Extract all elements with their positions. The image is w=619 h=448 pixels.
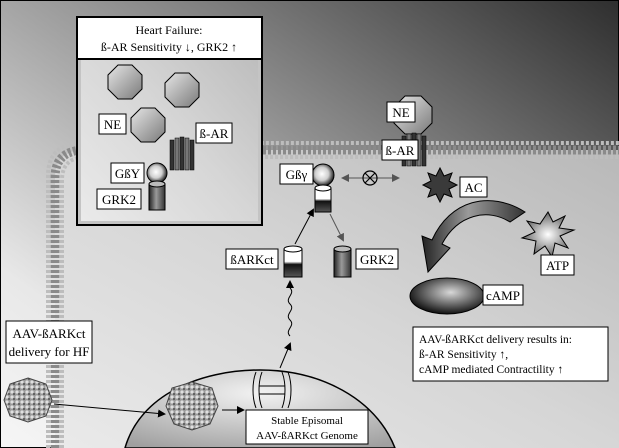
bark-ct-bound-cylinder [314, 187, 332, 213]
delivery-line1: AAV-ßARKct [13, 326, 86, 341]
inset-bar-label: ß-AR [200, 126, 229, 141]
blocked-icon [362, 170, 378, 186]
inset-ne-label-box [98, 113, 127, 135]
ac-label-box [459, 176, 488, 198]
grk2-cylinder [148, 183, 166, 211]
heart-failure-inset: Heart Failure: ß-AR Sensitivity ↓, GRK2 … [76, 16, 263, 226]
genome-line2: AAV-ßARKct Genome [256, 430, 358, 442]
result-line2: ß-AR Sensitivity ↑, [419, 349, 508, 361]
bar-label-box [381, 139, 419, 161]
g-beta-gamma-sphere [146, 162, 168, 184]
ne-label-box [386, 101, 416, 123]
bark-ct-label-box [225, 248, 279, 270]
release-arrow [329, 213, 344, 242]
delivery-line2: delivery for HF [9, 344, 90, 359]
inset-title-box [76, 16, 263, 60]
expression-arrow [279, 342, 292, 369]
binding-arrow [294, 208, 314, 245]
mrna-squiggle [287, 287, 293, 337]
inset-title-line1: Heart Failure: [136, 23, 203, 37]
inset-grk2-label: GRK2 [102, 192, 136, 207]
conversion-curved-arrow [421, 200, 526, 274]
camp-label-box [482, 284, 524, 306]
camp-label: cAMP [486, 288, 520, 303]
inset-bar-label-box [195, 122, 233, 144]
grk2-label: GRK2 [360, 252, 394, 267]
delivery-label-box [5, 320, 93, 364]
grk2-label-box [355, 248, 399, 270]
aav-virus-particle [165, 381, 219, 431]
delivery-arrow [53, 403, 166, 418]
inset-grk2-label-box [96, 188, 142, 210]
atp-label-box [540, 254, 575, 276]
norepinephrine-octagon [107, 64, 143, 100]
camp-ellipse [409, 277, 485, 315]
grk2-cylinder [333, 248, 352, 278]
result-line1: AAV-ßARKct delivery results in: [419, 334, 572, 346]
atp-label: ATP [546, 258, 569, 273]
beta-adrenergic-receptor [169, 136, 195, 171]
result-label-box [412, 326, 609, 382]
inset-gby-label-box [110, 162, 145, 184]
episomal-genome-icon [252, 371, 292, 409]
inset-ne-label: NE [104, 117, 121, 132]
inset-gby-label: GßY [115, 166, 141, 181]
adenylyl-cyclase-star [421, 166, 459, 204]
bark-ct-cylinder [283, 248, 303, 278]
gby-label: Gßγ [286, 167, 308, 182]
inset-title-line2: ß-AR Sensitivity ↓, GRK2 ↑ [101, 40, 237, 54]
result-line3: cAMP mediated Contractility ↑ [419, 364, 563, 376]
genome-line1: Stable Episomal [271, 415, 343, 427]
bar-label: ß-AR [386, 143, 415, 158]
norepinephrine-octagon [164, 72, 200, 108]
gby-label-box [279, 163, 314, 185]
ac-label: AC [464, 180, 482, 195]
bark-ct-label: ßARKct [230, 252, 274, 267]
genome-label-box [245, 409, 369, 445]
norepinephrine-octagon [130, 107, 166, 143]
g-beta-gamma-sphere [311, 163, 335, 187]
aav-virus-particle [3, 377, 53, 423]
ne-label: NE [392, 105, 409, 120]
